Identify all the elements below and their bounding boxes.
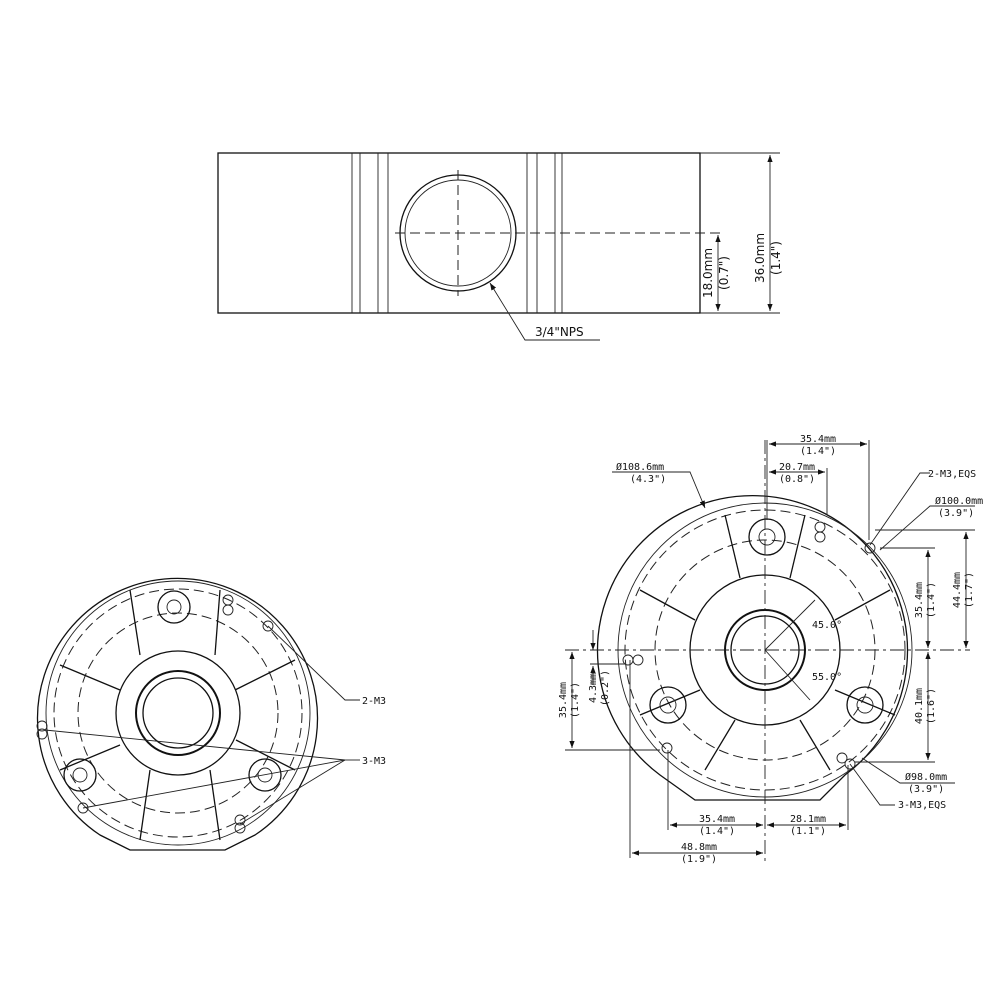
top-width-inch-label: (1.4") xyxy=(800,446,836,457)
height-total-inch-label: (1.4") xyxy=(769,241,783,275)
pcd-bottom-inch-label: (3.9") xyxy=(908,784,944,795)
right-short-inch-label: (1.4") xyxy=(926,582,937,618)
bottom-left-label: 35.4mm xyxy=(699,814,735,825)
height-center-label: 18.0mm xyxy=(701,248,715,298)
top-width-label: 35.4mm xyxy=(800,434,836,445)
height-center-inch-label: (0.7") xyxy=(717,256,731,290)
left-height-inch-label: (1.4") xyxy=(570,682,581,718)
thread-label: 3/4"NPS xyxy=(535,325,584,339)
side-view: 36.0mm (1.4") 18.0mm (0.7") 3/4"NPS xyxy=(217,152,783,341)
holes-top-label: 2-M3,EQS xyxy=(928,469,976,480)
bottom-left-view: 2-M3 3-M3 xyxy=(36,577,386,851)
left-small-inch-label: (0.2") xyxy=(600,670,611,706)
right-tall-inch-label: (1.7") xyxy=(964,572,975,608)
left-small-label: 4.3mm xyxy=(588,673,599,703)
label-2-m3: 2-M3 xyxy=(362,696,386,707)
outer-dia-label: Ø108.6mm xyxy=(616,461,664,473)
right-short-label: 35.4mm xyxy=(914,582,925,618)
angle-55-label: 55.0° xyxy=(812,672,842,683)
angle-45-label: 45.0° xyxy=(812,620,842,631)
bottom-right-view: 45.0° 55.0° 35.4mm (1.4") 20.7mm (0.8") … xyxy=(558,434,983,865)
right-tall-label: 44.4mm xyxy=(952,572,963,608)
pcd-top-inch-label: (3.9") xyxy=(938,508,974,519)
bottom-total-label: 48.8mm xyxy=(681,842,717,853)
right-lower-inch-label: (1.6") xyxy=(926,688,937,724)
pcd-top-label: Ø100.0mm xyxy=(935,495,983,507)
outer-dia-inch-label: (4.3") xyxy=(630,474,666,485)
pcd-bottom-label: Ø98.0mm xyxy=(905,771,947,783)
top-offset-label: 20.7mm xyxy=(779,462,815,473)
bottom-left-inch-label: (1.4") xyxy=(699,826,735,837)
bottom-total-inch-label: (1.9") xyxy=(681,854,717,865)
top-offset-inch-label: (0.8") xyxy=(779,474,815,485)
holes-bottom-label: 3-M3,EQS xyxy=(898,800,946,811)
bottom-right-label: 28.1mm xyxy=(790,814,826,825)
left-height-label: 35.4mm xyxy=(558,682,569,718)
bottom-right-inch-label: (1.1") xyxy=(790,826,826,837)
label-3-m3: 3-M3 xyxy=(362,756,386,767)
right-lower-label: 40.1mm xyxy=(914,688,925,724)
height-total-label: 36.0mm xyxy=(753,233,767,283)
